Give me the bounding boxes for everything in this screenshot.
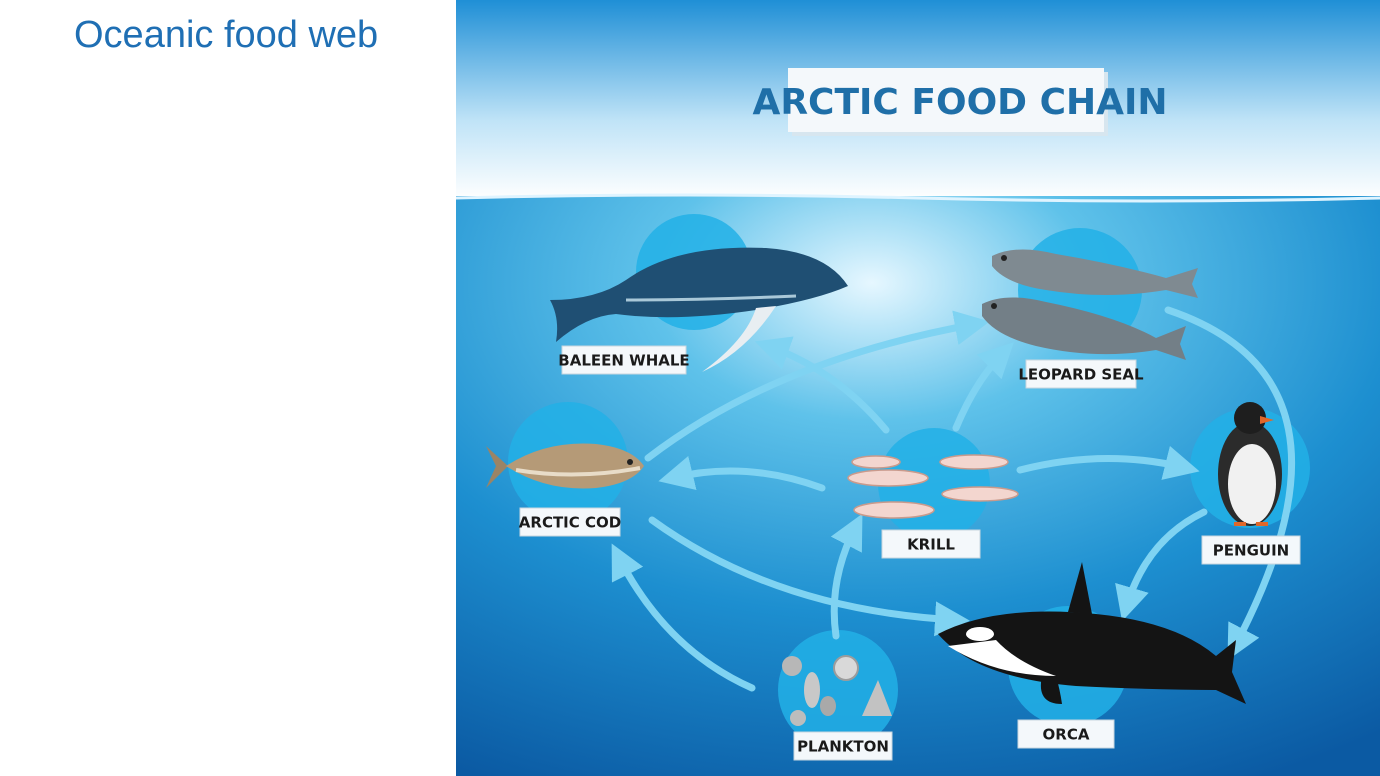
label-krill: KRILL bbox=[881, 529, 981, 559]
label-plankton-text: PLANKTON bbox=[797, 738, 889, 756]
plankton-icon bbox=[782, 655, 892, 726]
arctic-cod-icon bbox=[486, 443, 644, 489]
arrow-plankton-to-cod bbox=[611, 543, 756, 692]
arrow-krill-to-penguin bbox=[1016, 445, 1200, 480]
label-plankton: PLANKTON bbox=[793, 731, 893, 761]
label-arctic-cod: ARCTIC COD bbox=[519, 507, 621, 537]
label-krill-text: KRILL bbox=[907, 536, 955, 554]
label-orca-text: ORCA bbox=[1043, 726, 1090, 744]
plankton-circle bbox=[778, 630, 898, 750]
label-penguin: PENGUIN bbox=[1201, 535, 1301, 565]
banner-title: ARCTIC FOOD CHAIN bbox=[752, 82, 1167, 123]
arrow-cod-to-seal bbox=[644, 310, 990, 462]
energy-flow-arrows bbox=[611, 306, 1296, 692]
label-leopard-seal-text: LEOPARD SEAL bbox=[1018, 366, 1144, 384]
arctic-food-chain-illustration: ARCTIC FOOD CHAIN bbox=[456, 0, 1380, 776]
arrow-seal-to-orca bbox=[1164, 306, 1296, 661]
arrow-krill-to-seal bbox=[952, 342, 1014, 432]
penguin-icon bbox=[1218, 402, 1282, 526]
baleen-whale-icon bbox=[550, 247, 848, 372]
title-banner: ARCTIC FOOD CHAIN bbox=[752, 68, 1168, 136]
arrow-krill-to-whale bbox=[754, 336, 890, 434]
label-baleen-whale: BALEEN WHALE bbox=[558, 345, 690, 375]
krill-icon bbox=[847, 454, 1019, 519]
arrow-krill-to-cod bbox=[658, 456, 826, 492]
label-baleen-whale-text: BALEEN WHALE bbox=[558, 352, 689, 370]
label-orca: ORCA bbox=[1017, 719, 1115, 749]
arrow-penguin-to-orca bbox=[1115, 508, 1208, 622]
slide-title: Oceanic food web bbox=[74, 14, 379, 56]
arrow-plankton-to-krill bbox=[830, 513, 863, 640]
label-arctic-cod-text: ARCTIC COD bbox=[519, 514, 621, 532]
arrow-cod-to-orca bbox=[648, 516, 970, 637]
label-leopard-seal: LEOPARD SEAL bbox=[1018, 359, 1144, 389]
water-surface bbox=[456, 193, 1380, 203]
leopard-seal-icon bbox=[982, 249, 1198, 360]
label-penguin-text: PENGUIN bbox=[1213, 542, 1289, 560]
orca-icon bbox=[938, 562, 1246, 704]
